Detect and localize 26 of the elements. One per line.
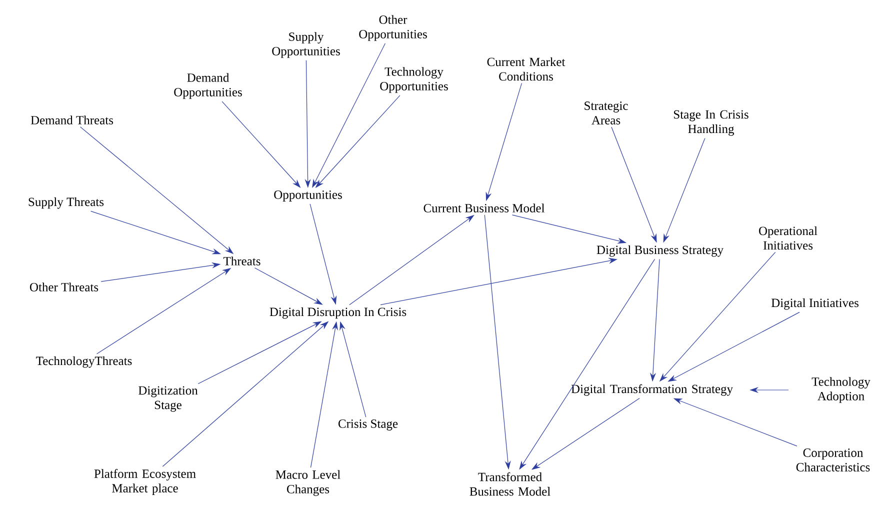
node-label: Operational Initiatives <box>759 226 818 250</box>
node-label: Macro Level Changes <box>276 470 340 496</box>
node-label: Platform Ecosystem Market place <box>94 469 196 495</box>
node-label: Technology Adoption <box>812 377 870 403</box>
node-label: Other Threats <box>30 282 98 292</box>
node-label: Corporation Characteristics <box>796 448 870 472</box>
node-label: Strategic Areas <box>584 102 628 124</box>
node-label: Supply Threats <box>28 197 104 209</box>
node-label: Crisis Stage <box>338 420 398 430</box>
node-label: Threats <box>223 256 260 266</box>
node-label: Stage In Crisis Handling <box>674 110 748 136</box>
node-label: Digital Business Strategy <box>596 245 724 257</box>
node-label: Demand Opportunities <box>174 73 242 99</box>
node-label: Digitization Stage <box>138 386 198 412</box>
node-label: Digital Initiatives <box>771 298 858 310</box>
node-label: Demand Threats <box>30 116 114 124</box>
node-label: TechnologyThreats <box>36 356 132 368</box>
node-label: Current Business Model <box>424 204 544 212</box>
node-label: Technology Opportunities <box>380 67 448 93</box>
node-label: Transformed Business Model <box>470 472 550 496</box>
node-label: Digital Disruption In Crisis <box>270 307 406 319</box>
node-label: Digital Transformation Strategy <box>571 384 733 396</box>
node-label: Supply Opportunities <box>272 32 340 58</box>
node-label: Other Opportunities <box>359 15 427 41</box>
node-label: Opportunities <box>274 190 342 202</box>
node-label: Current Market Conditions <box>487 57 566 81</box>
